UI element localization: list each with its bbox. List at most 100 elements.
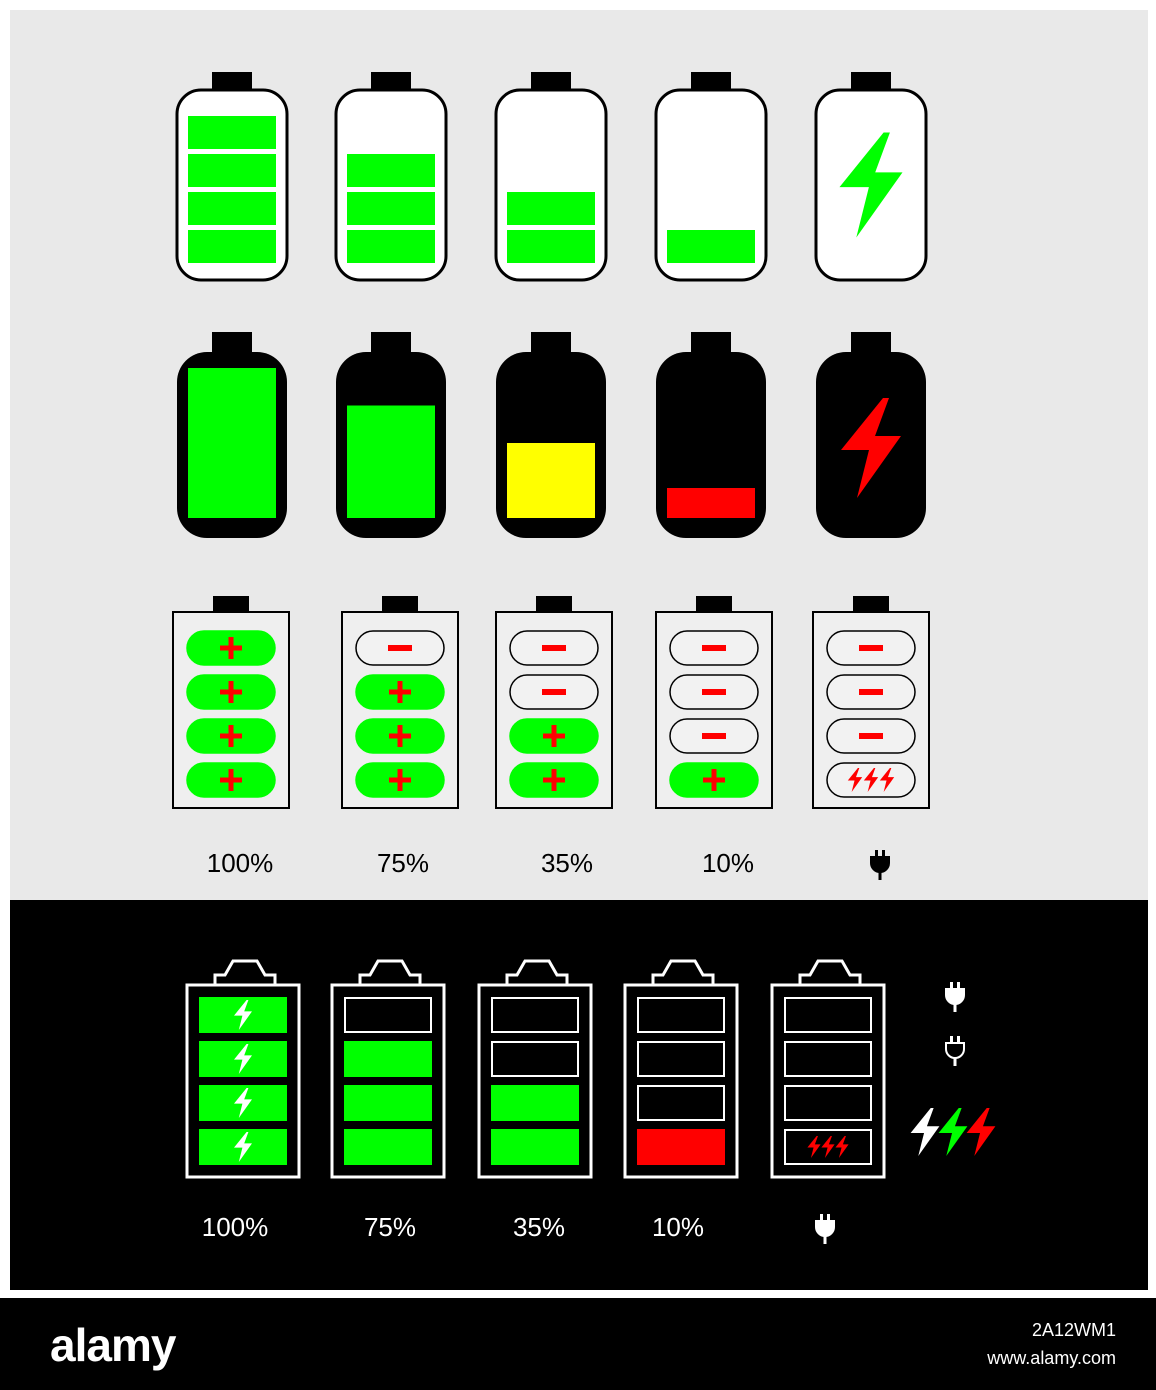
plug-prong xyxy=(957,1036,960,1043)
plug-prong xyxy=(957,982,960,989)
battery-terminal xyxy=(358,959,422,985)
solid-battery-4 xyxy=(816,332,926,538)
footer-url: www.alamy.com xyxy=(987,1348,1116,1368)
plug-prong xyxy=(820,1214,823,1221)
footer-bar xyxy=(0,1298,1156,1390)
cell-box xyxy=(637,997,725,1033)
cell-box xyxy=(491,1041,579,1077)
outline-battery-3 xyxy=(654,72,768,282)
minus-icon xyxy=(702,645,726,651)
top-label-100: 100% xyxy=(206,848,274,878)
plug-prong xyxy=(827,1214,830,1221)
charge-fill xyxy=(188,368,276,518)
charge-bar xyxy=(507,230,595,263)
cell-box xyxy=(637,1085,725,1121)
battery-terminal xyxy=(505,959,569,985)
lightning-icon xyxy=(234,1088,252,1118)
battery-terminal xyxy=(371,72,411,90)
footer-logo: alamy xyxy=(50,1319,176,1371)
charge-bar xyxy=(188,116,276,149)
charge-bar xyxy=(188,230,276,263)
cell-box xyxy=(491,1085,579,1121)
lightning-icon xyxy=(879,768,895,792)
lightning-icon xyxy=(234,1132,252,1162)
lightning-icon xyxy=(841,398,901,498)
battery-terminal xyxy=(853,596,889,612)
charge-bar xyxy=(347,230,435,263)
battery-terminal xyxy=(382,596,418,612)
battery-terminal xyxy=(651,959,715,985)
battery-terminal xyxy=(851,332,891,354)
plug-filled-icon xyxy=(945,982,965,1012)
charge-bar xyxy=(188,192,276,225)
plug-icon xyxy=(870,850,890,880)
charge-fill xyxy=(347,405,435,518)
lightning-icon xyxy=(839,132,903,238)
dark-battery-1 xyxy=(330,959,446,1179)
charge-bar xyxy=(347,154,435,187)
plug-outline-icon xyxy=(945,1036,965,1066)
charge-bar xyxy=(507,192,595,225)
pill-battery-4 xyxy=(812,596,930,809)
battery-terminal xyxy=(531,72,571,90)
lightning-icon xyxy=(863,768,879,792)
minus-icon xyxy=(702,689,726,695)
solid-battery-3 xyxy=(656,332,766,538)
cell-box xyxy=(491,997,579,1033)
battery-terminal xyxy=(691,332,731,354)
bottom-label-100: 100% xyxy=(201,1212,269,1242)
plus-icon xyxy=(228,725,234,747)
plug-prong xyxy=(882,850,885,857)
lightning-icon xyxy=(821,1136,835,1158)
charge-bar xyxy=(188,154,276,187)
charge-fill xyxy=(507,443,595,518)
plus-icon xyxy=(551,725,557,747)
cell-box xyxy=(637,1041,725,1077)
solid-battery-1 xyxy=(336,332,446,538)
plus-icon xyxy=(711,769,717,791)
plus-icon xyxy=(228,637,234,659)
outline-battery-0 xyxy=(175,72,289,282)
minus-icon xyxy=(542,689,566,695)
dark-battery-2 xyxy=(477,959,593,1179)
top-label-35: 35% xyxy=(540,848,594,878)
minus-icon xyxy=(542,645,566,651)
battery-terminal xyxy=(531,332,571,354)
top-label-10: 10% xyxy=(701,848,755,878)
pill-battery-0 xyxy=(172,596,290,809)
charge-fill xyxy=(667,488,755,518)
plug-body xyxy=(815,1220,835,1237)
battery-terminal xyxy=(213,959,277,985)
battery-terminal xyxy=(371,332,411,354)
battery-terminal xyxy=(798,959,862,985)
plug-prong xyxy=(950,1036,953,1043)
battery-body xyxy=(330,983,446,1179)
outline-battery-2 xyxy=(494,72,608,282)
lightning-icon-green xyxy=(938,1108,968,1156)
plug-prong xyxy=(875,850,878,857)
battery-body xyxy=(185,983,301,1179)
battery-terminal xyxy=(212,332,252,354)
outline-battery-1 xyxy=(334,72,448,282)
top-label-75: 75% xyxy=(376,848,430,878)
plus-icon xyxy=(397,725,403,747)
plug-body xyxy=(945,988,965,1005)
battery-terminal xyxy=(213,596,249,612)
lightning-icon xyxy=(835,1136,849,1158)
pill-battery-1 xyxy=(341,596,459,809)
plug-body xyxy=(945,1042,965,1059)
plug-cord xyxy=(823,1235,827,1244)
plug-body xyxy=(870,856,890,873)
cell-box xyxy=(784,1085,872,1121)
plug-cord xyxy=(953,1003,957,1012)
pill-battery-3 xyxy=(655,596,773,809)
lightning-icon-white xyxy=(910,1108,940,1156)
dark-battery-3 xyxy=(623,959,739,1179)
solid-battery-0 xyxy=(177,332,287,538)
lightning-icon xyxy=(234,1000,252,1030)
pill-battery-2 xyxy=(495,596,613,809)
plus-icon xyxy=(551,769,557,791)
plug-cord xyxy=(953,1057,957,1066)
cell-box xyxy=(344,1041,432,1077)
minus-icon xyxy=(388,645,412,651)
